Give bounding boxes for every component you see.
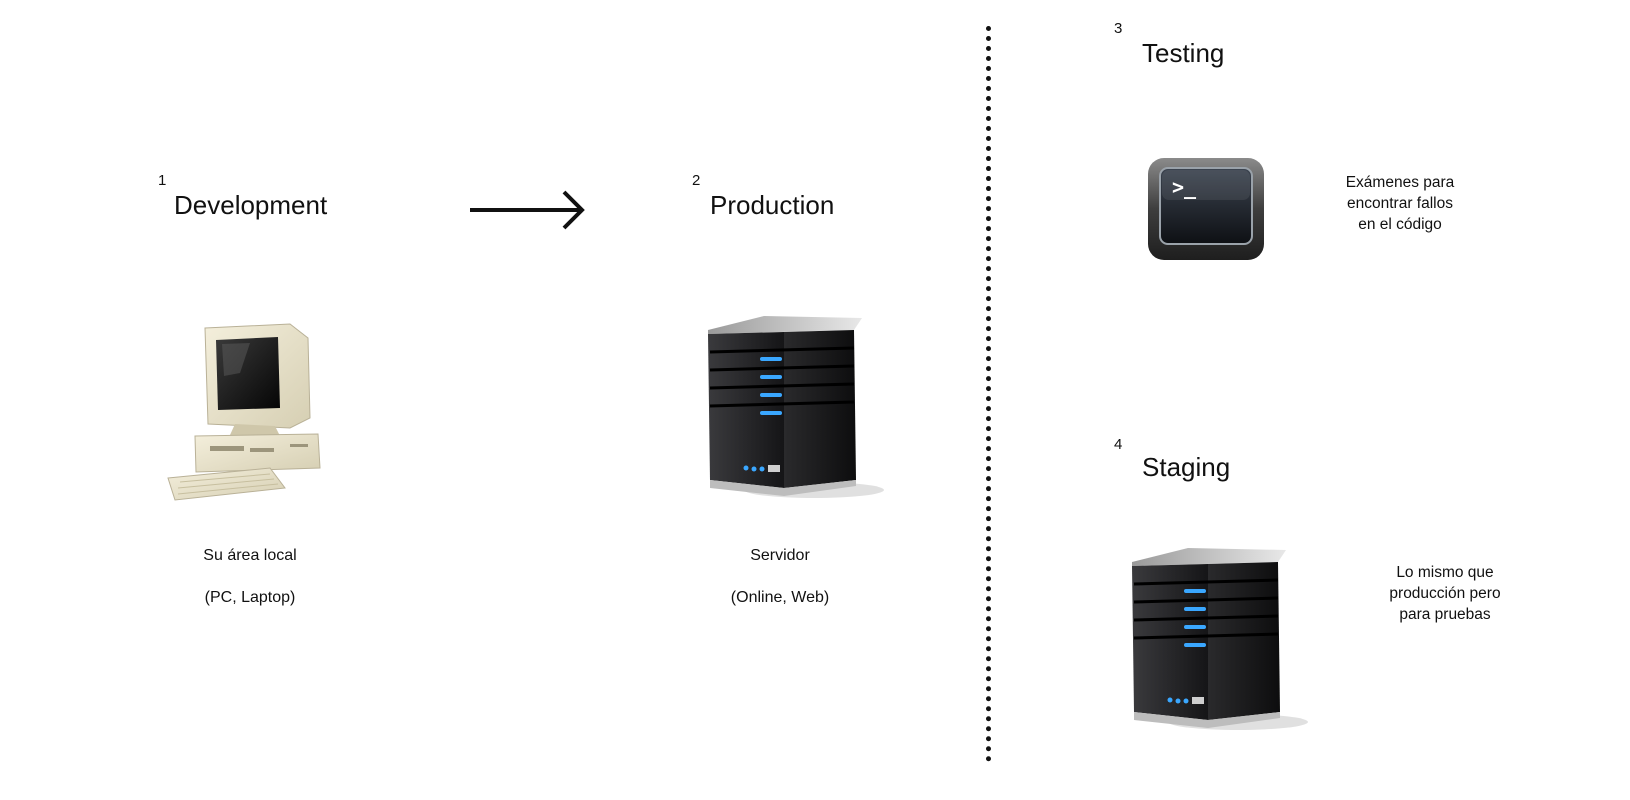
testing-note: Exámenes para encontrar fallos en el cód… bbox=[1320, 172, 1480, 235]
production-caption-line1: Servidor bbox=[750, 547, 810, 564]
desktop-computer-icon bbox=[150, 318, 340, 508]
staging-title: Staging bbox=[1142, 452, 1231, 482]
step-number-4: 4 bbox=[1114, 436, 1123, 453]
arrow-right-icon bbox=[468, 188, 588, 232]
section-divider bbox=[986, 26, 991, 762]
testing-title: Testing bbox=[1142, 38, 1225, 68]
production-caption-line2: (Online, Web) bbox=[730, 589, 830, 606]
testing-note-line2: encontrar fallos bbox=[1347, 195, 1453, 212]
step-number-3: 3 bbox=[1114, 20, 1123, 37]
terminal-prompt: >_ bbox=[1172, 175, 1197, 199]
staging-note-line3: para pruebas bbox=[1399, 606, 1491, 623]
server-icon bbox=[704, 312, 894, 502]
development-caption-line1: Su área local bbox=[203, 547, 297, 564]
step-number-1: 1 bbox=[158, 172, 167, 189]
testing-note-line3: en el código bbox=[1358, 216, 1442, 233]
development-title: Development bbox=[174, 190, 328, 220]
terminal-icon: >_ bbox=[1146, 156, 1266, 262]
server-icon bbox=[1128, 544, 1318, 734]
step-number-2: 2 bbox=[692, 172, 701, 189]
staging-note-line2: producción pero bbox=[1389, 585, 1501, 602]
staging-note-line1: Lo mismo que bbox=[1396, 564, 1494, 581]
testing-note-line1: Exámenes para bbox=[1345, 174, 1455, 191]
production-title: Production bbox=[710, 190, 835, 220]
staging-note: Lo mismo que producción pero para prueba… bbox=[1360, 562, 1530, 625]
development-caption-line2: (PC, Laptop) bbox=[204, 589, 296, 606]
